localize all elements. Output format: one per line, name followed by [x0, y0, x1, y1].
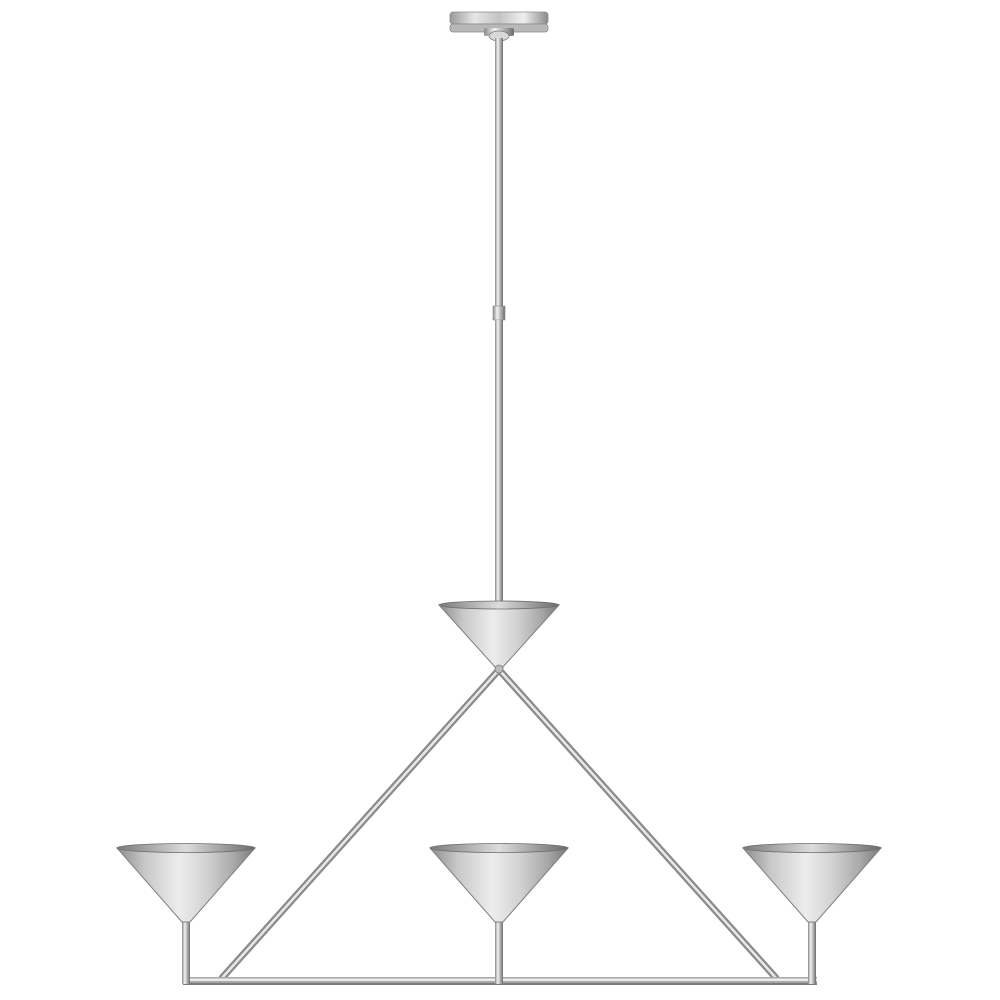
downrod — [492, 38, 506, 608]
shade-top — [437, 600, 561, 674]
shade-bottom-right — [741, 843, 883, 923]
ceiling-canopy — [449, 11, 549, 42]
shade-stems — [182, 918, 816, 984]
triangle-frame — [218, 668, 780, 982]
shade-bottom-left — [115, 843, 257, 923]
shade-bottom-center — [428, 843, 570, 923]
